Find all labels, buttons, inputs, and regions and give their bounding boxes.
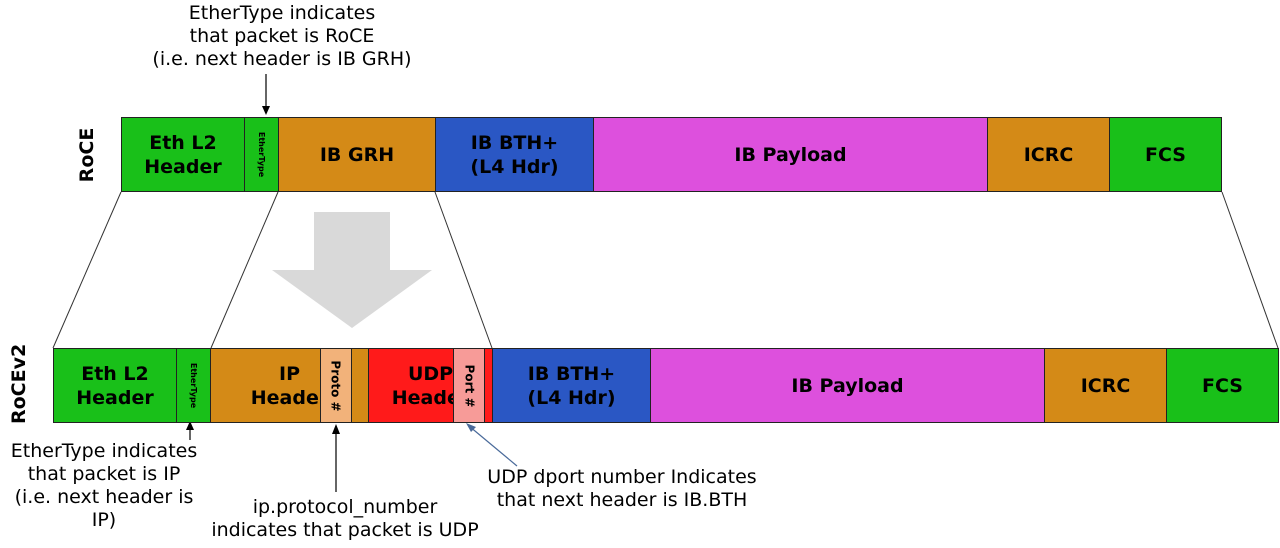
connector-line-grh-right [434, 191, 493, 349]
rocev2-fcs: FCS [1166, 348, 1279, 423]
roce-ib-bth: IB BTH+ (L4 Hdr) [435, 117, 594, 192]
rocev2-ethertype-annotation: EtherType indicates that packet is IP (i… [10, 440, 198, 531]
connector-line-grh-left [210, 191, 279, 349]
roce-ethertype-field: EtherType [244, 117, 279, 192]
proto-arrow-icon [332, 424, 340, 434]
roce-ethertype-label: EtherType [257, 131, 267, 178]
roce-icrc: ICRC [987, 117, 1110, 192]
down-arrow-icon [272, 212, 432, 328]
roce-fcs: FCS [1109, 117, 1222, 192]
connector-line-left [52, 191, 122, 349]
rocev2-proto-annotation: ip.protocol_number indicates that packet… [211, 496, 479, 541]
roce-ib-grh: IB GRH [278, 117, 436, 192]
rocev2-ethertype-field: EtherType [176, 348, 211, 423]
rocev2-proto-label: Proto # [329, 359, 344, 412]
roce-ib-payload: IB Payload [593, 117, 988, 192]
rocev2-ib-payload: IB Payload [650, 348, 1045, 423]
rocev2-icrc: ICRC [1044, 348, 1167, 423]
roce-row-label: RoCE [76, 127, 98, 183]
rocev2-row-label: RoCEv2 [8, 343, 30, 424]
rocev2-proto-field: Proto # [320, 348, 352, 423]
port-arrow-icon [466, 423, 476, 432]
rocev2-port-label: Port # [462, 364, 476, 407]
roce-eth-l2-header: Eth L2 Header [121, 117, 245, 192]
rocev2-port-field: Port # [453, 348, 485, 423]
roce-ethertype-annotation: EtherType indicates that packet is RoCE … [152, 2, 412, 70]
rocev2-ib-bth: IB BTH+ (L4 Hdr) [492, 348, 651, 423]
ethertype-pointer-arrow-icon [262, 106, 270, 115]
rocev2-ethertype-label: EtherType [189, 362, 199, 409]
connector-line-right [1221, 191, 1279, 349]
rocev2-eth-l2-header: Eth L2 Header [53, 348, 177, 423]
rocev2-port-annotation: UDP dport number Indicates that next hea… [487, 466, 757, 511]
